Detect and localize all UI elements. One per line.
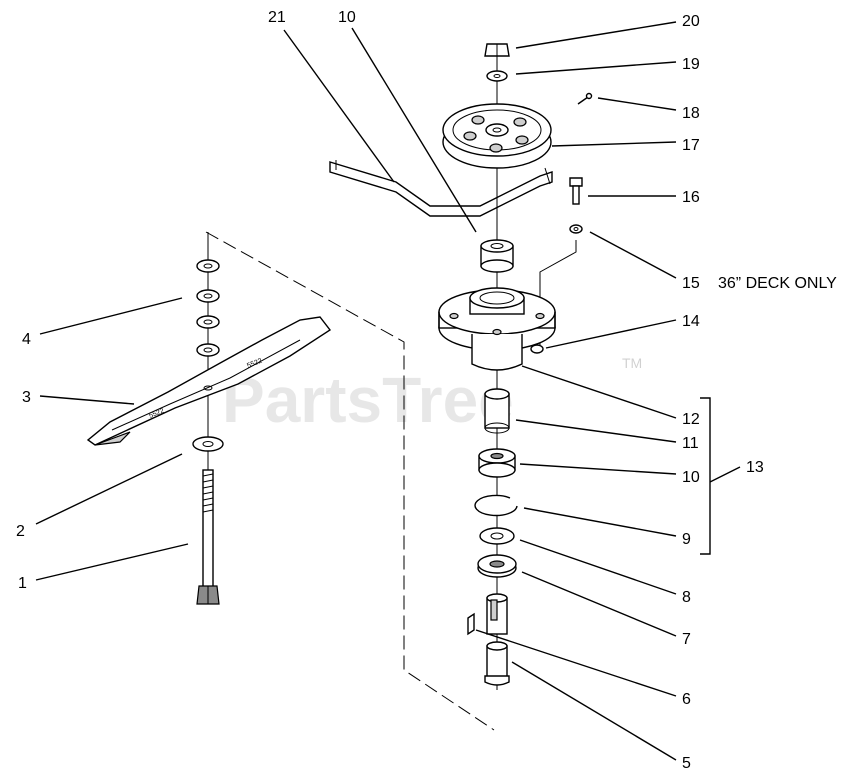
callout-12: 12 — [682, 411, 700, 428]
blade-bolt — [196, 469, 220, 605]
housing-bolt — [569, 177, 583, 205]
spindle-washer — [479, 527, 515, 545]
grease-fitting — [577, 92, 593, 105]
callout-6: 6 — [682, 691, 691, 708]
spindle-shaft — [484, 593, 510, 686]
group-13-bracket — [700, 397, 711, 555]
lower-bearing — [478, 448, 516, 478]
callout-10-bottom: 10 — [682, 469, 700, 486]
snap-ring — [474, 494, 518, 517]
watermark-text: PartsTree — [222, 364, 514, 436]
blade-spacer-washers — [196, 259, 220, 391]
spindle-pulley — [442, 103, 552, 169]
upper-bearing — [480, 239, 514, 273]
callout-19: 19 — [682, 56, 700, 73]
callout-17: 17 — [682, 137, 700, 154]
callout-9: 9 — [682, 531, 691, 548]
leader-13 — [709, 466, 741, 483]
callout-13: 13 — [746, 459, 764, 476]
watermark-trademark: TM — [622, 355, 642, 371]
deck-only-note: 36” DECK ONLY — [718, 275, 837, 292]
callout-labels: 21 10 20 19 18 17 16 15 36” DECK ONLY 14… — [16, 9, 837, 772]
bearing-spacer — [484, 388, 510, 434]
drive-belt — [329, 160, 553, 217]
callout-8: 8 — [682, 589, 691, 606]
callout-5: 5 — [682, 755, 691, 772]
pulley-washer — [486, 70, 508, 82]
spindle-seal — [477, 554, 517, 578]
callout-2: 2 — [16, 523, 25, 540]
callout-10-top: 10 — [338, 9, 356, 26]
callout-7: 7 — [682, 631, 691, 648]
spindle-housing — [438, 287, 556, 371]
callout-1: 1 — [18, 575, 27, 592]
callout-4: 4 — [22, 331, 31, 348]
callout-16: 16 — [682, 189, 700, 206]
housing-nut — [530, 344, 544, 354]
mower-blade: 5522 5522 — [86, 316, 332, 446]
lock-washer — [569, 224, 583, 234]
callout-11: 11 — [682, 435, 699, 452]
callout-18: 18 — [682, 105, 700, 122]
shaft-key — [467, 612, 475, 636]
callout-3: 3 — [22, 389, 31, 406]
blade-washer — [192, 436, 224, 452]
callout-15: 15 — [682, 275, 700, 292]
callout-14: 14 — [682, 313, 700, 330]
callout-20: 20 — [682, 13, 700, 30]
assembly-outline — [205, 231, 495, 731]
spindle-nut — [484, 43, 510, 57]
callout-21: 21 — [268, 9, 286, 26]
leader-lines — [35, 21, 677, 761]
